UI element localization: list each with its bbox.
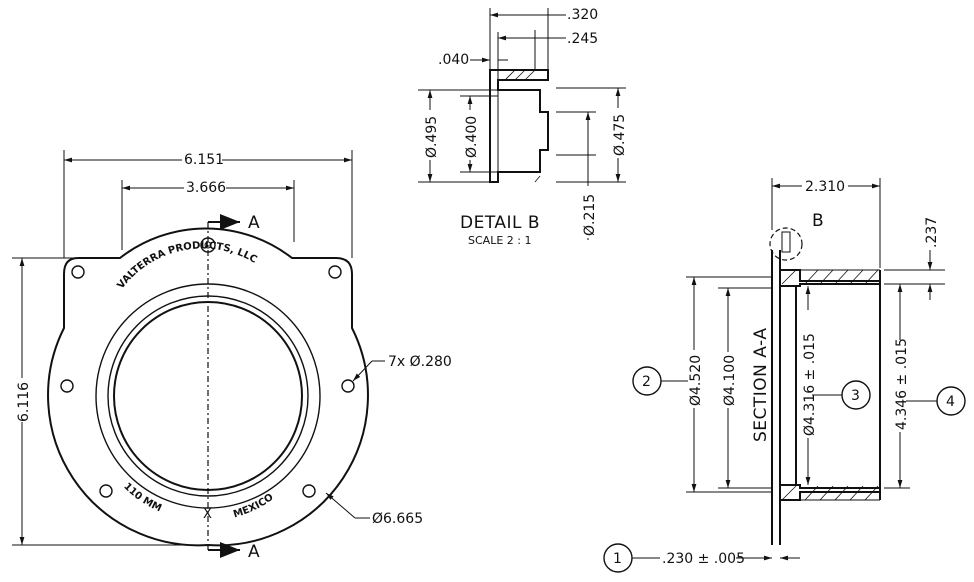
- section-title: SECTION A-A: [751, 328, 771, 442]
- detail-b-profile: [489, 69, 549, 183]
- hatch-top: [781, 269, 880, 285]
- dim-6151: 6.151: [184, 152, 224, 168]
- svg-text:4: 4: [946, 394, 955, 410]
- dim-215: Ø.215: [582, 194, 598, 236]
- bolt-circle-dim: Ø6.665: [372, 511, 423, 527]
- hole-callout: 7x Ø.280: [388, 354, 452, 370]
- dim-475: Ø.475: [612, 114, 628, 156]
- dim-2310: 2.310: [805, 179, 845, 195]
- dim-320: .320: [567, 7, 598, 23]
- dim-230: .230 ± .005: [662, 551, 745, 567]
- dim-495: Ø.495: [424, 116, 440, 158]
- svg-text:1: 1: [613, 551, 622, 567]
- section-aa-view: B 2.310 .237 Ø4.520 Ø4.100 SECTION A-A Ø…: [603, 176, 966, 573]
- detail-b-title: DETAIL B: [460, 213, 540, 233]
- emboss-brand: VALTERRA PRODUCTS, LLC: [116, 240, 259, 291]
- detail-b-marker: B: [812, 211, 824, 231]
- hatch-bottom: [781, 485, 880, 501]
- detail-b-view: .320 .245 .040 Ø.495 Ø.400 Ø.475 Ø.2: [418, 7, 628, 247]
- section-profile: [771, 250, 881, 545]
- balloon-1: 1: [603, 543, 660, 573]
- svg-text:3: 3: [851, 388, 860, 404]
- front-view: A A X VALTERRA PRODUCTS, LLC 110 MM MEXI…: [12, 150, 452, 562]
- emboss-origin: MEXICO: [232, 492, 276, 520]
- center-mark: X: [203, 507, 212, 522]
- balloon-3: 3: [812, 380, 871, 410]
- bolt-holes: [60, 237, 355, 498]
- balloon-2: 2: [632, 366, 688, 396]
- dim-4520: Ø4.520: [688, 355, 704, 406]
- dim-245: .245: [567, 31, 598, 47]
- detail-b-callout-circle: [769, 227, 803, 261]
- section-marker-top: A: [248, 213, 260, 233]
- section-marker-bottom: A: [248, 542, 260, 562]
- dim-237: .237: [924, 217, 940, 248]
- dim-3666: 3.666: [186, 180, 226, 196]
- balloon-4: 4: [906, 386, 966, 416]
- dim-4100: Ø4.100: [722, 355, 738, 406]
- dim-040: .040: [438, 52, 469, 68]
- svg-text:2: 2: [642, 374, 651, 390]
- dim-400: Ø.400: [464, 116, 480, 158]
- dim-4316: Ø4.316 ± .015: [802, 333, 818, 436]
- dim-6116: 6.116: [16, 382, 32, 422]
- dim-4346: 4.346 ± .015: [894, 338, 910, 430]
- flange-outline: [47, 227, 369, 547]
- detail-b-scale: SCALE 2 : 1: [468, 234, 531, 247]
